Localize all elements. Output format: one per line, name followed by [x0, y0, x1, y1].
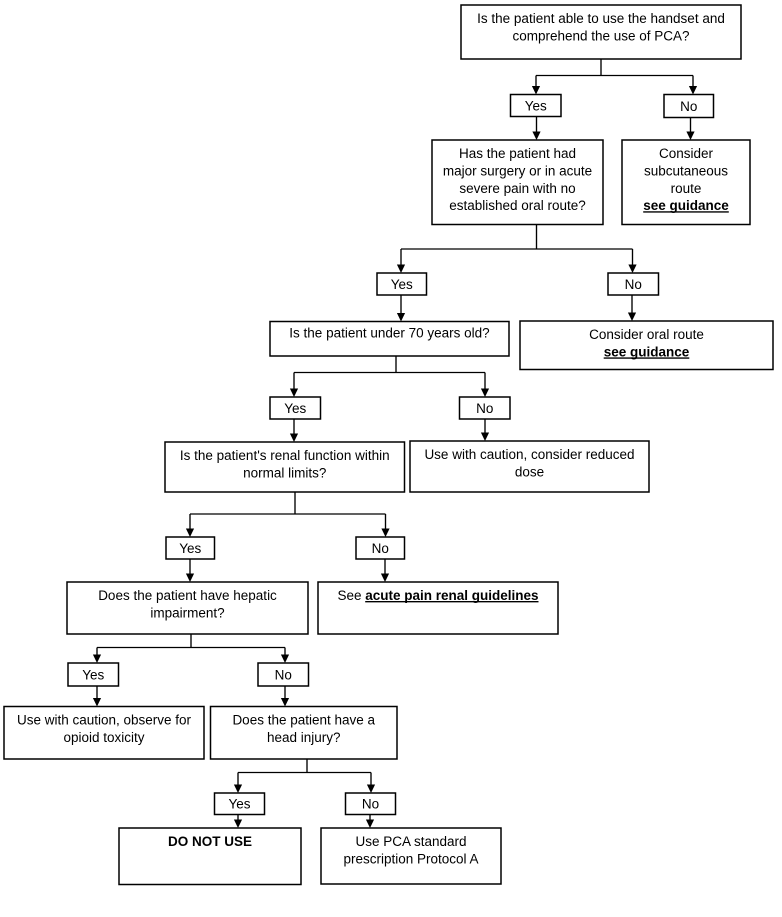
svg-text:No: No	[476, 401, 493, 416]
svg-text:Yes: Yes	[284, 401, 306, 416]
svg-text:Is the patient able to use the: Is the patient able to use the handset a…	[477, 11, 725, 26]
svg-text:Use PCA standard: Use PCA standard	[355, 834, 466, 849]
svg-text:Yes: Yes	[228, 797, 250, 812]
svg-text:dose: dose	[515, 464, 544, 479]
svg-text:No: No	[680, 99, 697, 114]
svg-text:Use with caution, observe for: Use with caution, observe for	[17, 713, 192, 728]
svg-text:Yes: Yes	[525, 98, 547, 113]
svg-text:severe pain with no: severe pain with no	[459, 181, 575, 196]
svg-text:Yes: Yes	[82, 667, 104, 682]
svg-text:comprehend the use of PCA?: comprehend the use of PCA?	[512, 28, 689, 43]
svg-text:No: No	[372, 541, 389, 556]
svg-text:Use with caution, consider red: Use with caution, consider reduced	[424, 447, 634, 462]
svg-text:see guidance: see guidance	[643, 198, 729, 213]
svg-text:impairment?: impairment?	[150, 605, 224, 620]
svg-text:Consider: Consider	[659, 146, 714, 161]
svg-text:Is the patient's renal functio: Is the patient's renal function within	[180, 448, 390, 463]
svg-text:No: No	[275, 667, 292, 682]
svg-text:Yes: Yes	[391, 277, 413, 292]
svg-text:Is the patient under 70 years: Is the patient under 70 years old?	[289, 326, 489, 341]
svg-text:Has the patient had: Has the patient had	[459, 146, 576, 161]
svg-text:See acute pain renal guideline: See acute pain renal guidelines	[337, 588, 538, 603]
svg-text:No: No	[362, 797, 379, 812]
svg-text:No: No	[625, 277, 642, 292]
svg-text:opioid toxicity: opioid toxicity	[63, 730, 144, 745]
svg-text:established oral route?: established oral route?	[449, 198, 586, 213]
svg-text:major surgery or in acute: major surgery or in acute	[443, 163, 592, 178]
svg-text:route: route	[671, 181, 702, 196]
svg-text:DO NOT USE: DO NOT USE	[168, 834, 252, 849]
svg-text:prescription Protocol A: prescription Protocol A	[343, 851, 478, 866]
svg-text:Does the patient have hepatic: Does the patient have hepatic	[98, 588, 277, 603]
svg-text:head injury?: head injury?	[267, 730, 341, 745]
svg-text:see guidance: see guidance	[604, 344, 690, 359]
svg-text:Yes: Yes	[179, 541, 201, 556]
svg-text:subcutaneous: subcutaneous	[644, 163, 728, 178]
svg-text:Does the patient have a: Does the patient have a	[232, 713, 375, 728]
svg-text:Consider oral route: Consider oral route	[589, 327, 704, 342]
svg-text:normal limits?: normal limits?	[243, 465, 326, 480]
